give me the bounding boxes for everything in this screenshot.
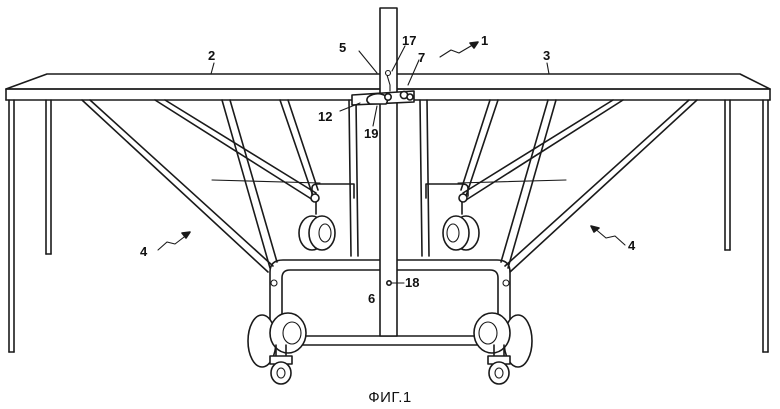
label-12: 12 (318, 109, 332, 124)
upper-left-wheel (298, 215, 336, 251)
label-1: 1 (481, 33, 488, 48)
upper-right-wheel (442, 215, 480, 251)
label-17: 17 (402, 33, 416, 48)
label-4-left: 4 (140, 244, 148, 259)
leader-lines (157, 41, 626, 284)
label-7: 7 (418, 50, 425, 65)
label-5: 5 (339, 40, 346, 55)
right-underframe (419, 99, 698, 273)
label-2: 2 (208, 48, 215, 63)
label-18: 18 (405, 275, 419, 290)
figure-caption: ФИГ.1 (368, 389, 412, 406)
left-underframe (81, 99, 359, 273)
label-3: 3 (543, 48, 550, 63)
locking-latch (351, 69, 415, 106)
label-6: 6 (368, 291, 375, 306)
upper-hinges (310, 183, 469, 215)
reference-numerals: 1 2 3 4 4 5 6 7 12 17 18 19 (140, 33, 636, 306)
lower-right-wheel (473, 312, 533, 385)
label-4-right: 4 (628, 238, 636, 253)
lower-left-wheel (247, 312, 307, 385)
vertical-bar (379, 7, 398, 337)
label-19: 19 (364, 126, 378, 141)
table-legs (8, 99, 769, 353)
